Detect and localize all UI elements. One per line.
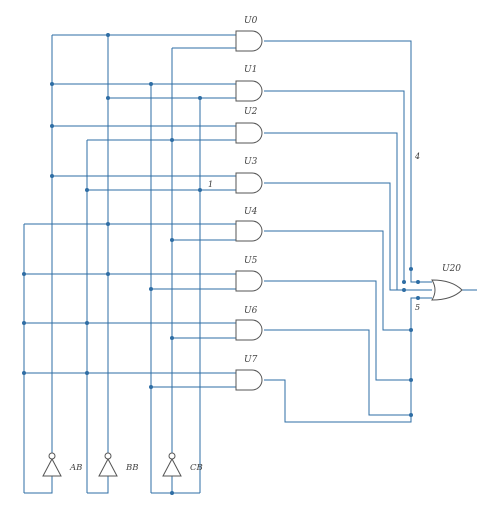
inverter-label-cb: CB bbox=[190, 463, 203, 473]
junction-dot bbox=[409, 378, 413, 382]
inverter-cb-bubble bbox=[168, 452, 176, 460]
junction-dot bbox=[22, 321, 26, 325]
inverters bbox=[42, 452, 182, 477]
net-label-5: 5 bbox=[415, 303, 420, 312]
junction-dot bbox=[85, 371, 89, 375]
labels: U0 U1 U2 U3 U4 U5 U6 U7 U20 AB BB CB 1 4… bbox=[69, 16, 461, 473]
junction-dot bbox=[85, 321, 89, 325]
inverter-ab-bubble bbox=[48, 452, 56, 460]
wire-u2-out bbox=[264, 132, 398, 282]
gate-label-u0: U0 bbox=[244, 16, 258, 26]
wire-u6-out bbox=[264, 329, 411, 416]
gate-label-u20: U20 bbox=[442, 264, 461, 274]
junction-dot bbox=[409, 328, 413, 332]
gate-label-u5: U5 bbox=[244, 256, 258, 266]
and-gate-u2[interactable] bbox=[235, 122, 263, 144]
junction-dot bbox=[106, 96, 110, 100]
junction-dot bbox=[106, 33, 110, 37]
junction-dot bbox=[416, 296, 420, 300]
and-gate-u1[interactable] bbox=[235, 80, 263, 102]
junction-dot bbox=[85, 188, 89, 192]
inverter-ab[interactable] bbox=[42, 457, 62, 477]
junctions bbox=[22, 33, 420, 495]
and-gate-u3[interactable] bbox=[235, 172, 263, 194]
inverter-label-ab: AB bbox=[69, 463, 82, 473]
junction-dot bbox=[22, 272, 26, 276]
and-gate-u7[interactable] bbox=[235, 369, 263, 391]
junction-dot bbox=[149, 385, 153, 389]
net-label-1: 1 bbox=[208, 180, 213, 189]
wire-u1-out bbox=[264, 90, 405, 282]
gate-label-u4: U4 bbox=[244, 207, 258, 217]
and-gate-u5[interactable] bbox=[235, 270, 263, 292]
gate-label-u6: U6 bbox=[244, 306, 258, 316]
junction-dot bbox=[106, 222, 110, 226]
junction-dot bbox=[170, 336, 174, 340]
and-gate-u0[interactable] bbox=[235, 30, 263, 52]
and-gates bbox=[235, 30, 263, 391]
junction-dot bbox=[416, 280, 420, 284]
wire-u7-out bbox=[264, 297, 432, 423]
inverter-cb[interactable] bbox=[162, 457, 182, 477]
junction-dot bbox=[402, 288, 406, 292]
wire-u0-out bbox=[264, 40, 432, 283]
junction-dot bbox=[149, 82, 153, 86]
junction-dot bbox=[409, 413, 413, 417]
gate-label-u3: U3 bbox=[244, 157, 258, 167]
junction-dot bbox=[170, 238, 174, 242]
inverter-bb[interactable] bbox=[98, 457, 118, 477]
junction-dot bbox=[170, 138, 174, 142]
loop-cb bbox=[151, 476, 200, 494]
wire-u5-out bbox=[264, 280, 411, 381]
junction-dot bbox=[170, 491, 174, 495]
gate-label-u7: U7 bbox=[244, 355, 258, 365]
and-gate-u4[interactable] bbox=[235, 220, 263, 242]
junction-dot bbox=[106, 272, 110, 276]
wire-u4-out bbox=[264, 230, 411, 331]
junction-dot bbox=[198, 188, 202, 192]
junction-dot bbox=[198, 96, 202, 100]
junction-dot bbox=[50, 82, 54, 86]
loop-bb bbox=[87, 476, 109, 494]
or-gate-u20[interactable] bbox=[431, 279, 463, 301]
junction-dot bbox=[22, 371, 26, 375]
inverter-bb-bubble bbox=[104, 452, 112, 460]
wire-u3-out bbox=[264, 182, 432, 291]
and-gate-u6[interactable] bbox=[235, 319, 263, 341]
junction-dot bbox=[50, 174, 54, 178]
gate-label-u2: U2 bbox=[244, 107, 258, 117]
junction-dot bbox=[402, 280, 406, 284]
net-label-4: 4 bbox=[414, 152, 420, 161]
gate-label-u1: U1 bbox=[244, 65, 257, 75]
wires bbox=[23, 34, 477, 494]
loop-ab bbox=[24, 476, 53, 494]
inverter-label-bb: BB bbox=[125, 463, 139, 473]
junction-dot bbox=[50, 124, 54, 128]
wire-or-tie bbox=[396, 282, 411, 291]
junction-dot bbox=[149, 287, 153, 291]
junction-dot bbox=[409, 267, 413, 271]
